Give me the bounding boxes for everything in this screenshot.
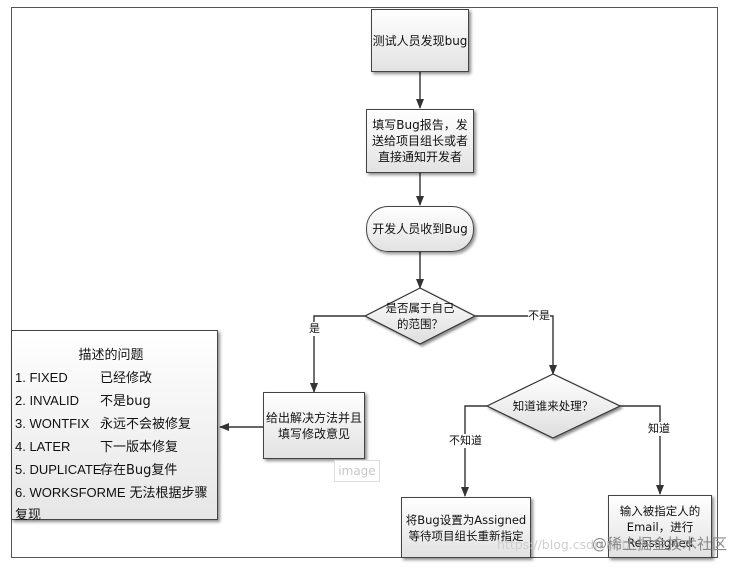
node-set-assigned-line-2: 等待项目组长重新指定 <box>408 528 524 543</box>
node-reassign: 输入被指定人的 Email，进行 Reassigned <box>608 495 712 558</box>
edge-label-known: 知道 <box>648 422 670 436</box>
description-item: 4. LATER 下一版本修复 <box>15 436 217 459</box>
edge-label-no: 不是 <box>528 309 550 323</box>
edge-yes <box>310 315 365 393</box>
node-reassign-line-1: 输入被指定人的 <box>619 503 701 518</box>
description-code: 4. LATER <box>15 439 71 454</box>
brand-watermark: @稀土掘金技术社区 <box>592 535 728 553</box>
node-fix-line-1: 给出解决方法并且 <box>265 410 362 425</box>
description-text: 无法根据步骤 <box>129 486 208 501</box>
decision-is-own-text: 是否属于自己 的范围？ <box>372 300 468 332</box>
url-watermark: https://blog.csdn.net/ <box>497 537 631 552</box>
node-fix: 给出解决方法并且 填写修改意见 <box>263 392 365 459</box>
description-code: 1. FIXED <box>15 370 68 385</box>
node-receive-bug-text: 开发人员收到Bug <box>372 222 468 236</box>
description-code: 2. INVALID <box>15 393 80 408</box>
node-report-line-1: 填写Bug报告，发 <box>372 118 468 132</box>
node-set-assigned-line-1: 将Bug设置为Assigned <box>405 512 527 527</box>
description-code: 6. WORKSFORME <box>15 485 126 500</box>
description-item: 2. INVALID 不是bug <box>15 390 217 413</box>
node-report-line-2: 送给项目组长或者 <box>371 134 468 148</box>
description-title: 描述的问题 <box>78 348 144 363</box>
node-reassign-line-2: Email，进行 <box>626 519 694 534</box>
node-receive-bug: 开发人员收到Bug <box>366 206 474 252</box>
decision-is-own <box>363 287 477 345</box>
description-text: 永远不会被修复 <box>100 417 192 432</box>
edge-label-yes: 是 <box>309 322 320 336</box>
image-placeholder-watermark: image <box>334 460 380 482</box>
edge-no <box>475 315 557 375</box>
node-find-bug: 测试人员发现bug <box>371 9 469 72</box>
decision-is-own-line-1: 是否属于自己 <box>385 301 455 315</box>
node-fix-line-2: 填写修改意见 <box>277 426 350 441</box>
decision-who-handles-text: 知道谁来处理？ <box>495 398 611 414</box>
description-text: 下一版本修复 <box>100 440 179 455</box>
resolution-description-panel: 描述的问题 1. FIXED 已经修改 2. INVALID 不是bug 3. WO… <box>11 330 218 523</box>
node-report-bug: 填写Bug报告，发 送给项目组长或者 直接通知开发者 <box>366 109 474 173</box>
description-item: 1. FIXED 已经修改 <box>15 367 217 390</box>
decision-who-handles-line: 知道谁来处理？ <box>512 399 594 413</box>
description-continuation: 复现 <box>15 508 42 523</box>
edge-label-unknown: 不知道 <box>449 434 482 448</box>
node-reassign-line-3: Reassigned <box>627 535 693 550</box>
description-text: 不是bug <box>100 394 151 409</box>
description-text: 已经修改 <box>100 371 153 386</box>
description-code: 5. DUPLICATE <box>15 462 102 477</box>
description-code: 3. WONTFIX <box>15 416 90 431</box>
decision-is-own-line-2: 的范围？ <box>397 317 443 331</box>
description-item: 5. DUPLICATE存在Bug复件 <box>15 459 217 482</box>
edge-known <box>620 405 664 495</box>
node-set-assigned: 将Bug设置为Assigned 等待项目组长重新指定 <box>401 497 531 558</box>
node-report-line-3: 直接通知开发者 <box>377 150 462 164</box>
node-find-bug-text: 测试人员发现bug <box>372 33 468 48</box>
decision-who-handles <box>485 373 622 439</box>
description-item: 3. WONTFIX 永远不会被修复 <box>15 413 217 436</box>
edge-unknown <box>461 405 487 497</box>
description-text: 存在Bug复件 <box>100 463 178 478</box>
